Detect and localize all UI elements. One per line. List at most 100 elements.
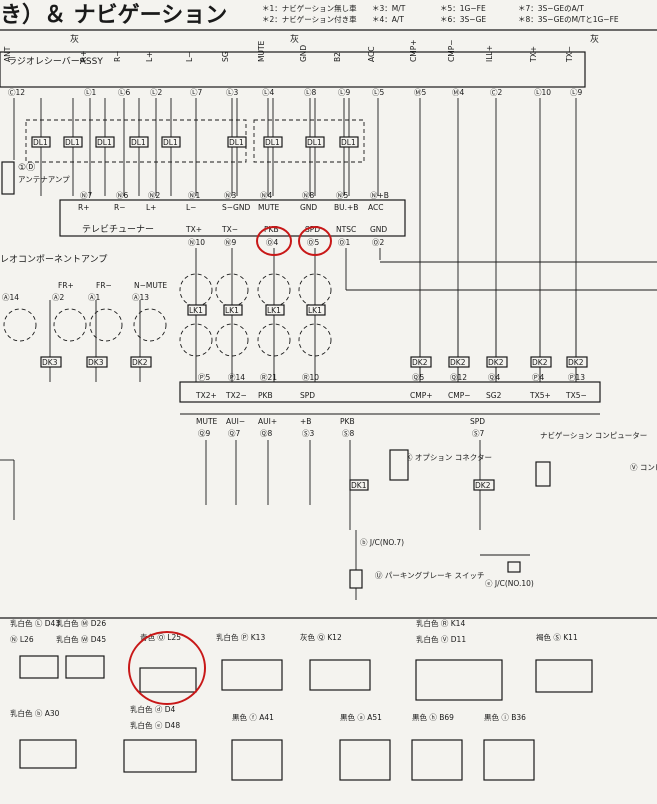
radio-pin-name: L− <box>185 52 194 62</box>
splice-box <box>566 356 588 368</box>
nav-pin-number: Ⓟ4 <box>532 373 544 382</box>
nav-pin-name: CMP− <box>448 391 471 400</box>
splice-box <box>130 356 152 368</box>
lower-pin-name: +B <box>300 417 311 426</box>
nav-pin-name: TX2+ <box>195 391 217 400</box>
twist-marker <box>215 323 249 357</box>
tv-pin-number: Ⓝ5 <box>336 191 348 200</box>
page-title: き）＆ ナビゲーション <box>0 3 227 28</box>
radio-pin-name: ACC <box>367 47 376 62</box>
nav-pin-name: CMP+ <box>410 391 433 400</box>
tv-pin-number: Ⓝ2 <box>148 191 160 200</box>
amp-pin-number: Ⓐ2 <box>52 293 64 302</box>
splice-label: DL1 <box>65 138 80 147</box>
amp-pin-name: N−MUTE <box>134 281 167 290</box>
tv-tuner-box <box>59 199 406 237</box>
nav-pin-name: TX2− <box>225 391 247 400</box>
splice-box <box>129 136 149 148</box>
tv-lower-pin-number: Ⓝ9 <box>224 238 236 247</box>
splice-label: DL1 <box>229 138 244 147</box>
radio-receiver-label: ラジオレシーバーASSY <box>8 56 103 67</box>
legend-entry: 黒色 ⓗ B69 <box>412 712 454 722</box>
splice-label: DL1 <box>307 138 322 147</box>
splice-label: DL1 <box>33 138 48 147</box>
splice-label: DK2 <box>532 358 548 367</box>
splice-label: DL1 <box>265 138 280 147</box>
legend-entry: 灰色 Ⓠ K12 <box>300 632 342 642</box>
twist-marker <box>133 308 167 342</box>
splice-label: DK3 <box>88 358 104 367</box>
splice-label: DL1 <box>341 138 356 147</box>
splice-label: LK1 <box>267 306 281 315</box>
tv-lower-pin-number: Ⓞ4 <box>266 238 278 247</box>
legend-entry: 乳白色 Ⓟ K13 <box>216 632 265 642</box>
splice-label: DL1 <box>163 138 178 147</box>
splice-box <box>265 304 285 316</box>
tv-pin-number: Ⓝ7 <box>80 191 92 200</box>
tv-pin-number: Ⓝ1 <box>188 191 200 200</box>
nav-pin-number: Ⓡ10 <box>302 373 319 382</box>
connector-face <box>65 655 105 679</box>
tv-lower-pin-name: GND <box>370 225 387 234</box>
radio-pin-number: Ⓛ5 <box>372 88 384 97</box>
lower-pin-name: PKB <box>340 417 355 426</box>
splice-box <box>410 356 432 368</box>
tv-lower-pin-name: SPD <box>305 225 320 234</box>
nav-pin-name: PKB <box>258 391 273 400</box>
radio-pin-name: ILL+ <box>485 45 494 62</box>
radio-pin-number: Ⓛ1 <box>84 88 96 97</box>
highlight-pkb <box>256 226 292 256</box>
nav-pin-number: Ⓡ21 <box>260 373 277 382</box>
tv-pin-name: R+ <box>78 203 90 212</box>
tv-lower-pin-name: NTSC <box>336 225 356 234</box>
radio-pins: ANTⒸ12R+Ⓛ1R−Ⓛ6L+Ⓛ2L−Ⓛ7SGⓁ3MUTEⓁ4GNDⓁ8B2Ⓛ… <box>3 39 582 97</box>
tv-pin-number: Ⓝ3 <box>224 191 236 200</box>
radio-pin-number: Ⓜ5 <box>414 88 426 97</box>
nav-pins: Ⓟ5TX2+Ⓟ14TX2−Ⓡ21PKBⓇ10SPDⓆ5CMP+Ⓠ12CMP−Ⓠ4… <box>195 373 587 438</box>
legend-entry: 乳白色 Ⓦ D45 <box>56 634 106 644</box>
amp-pin-number: Ⓐ14 <box>2 293 19 302</box>
tv-pin-number: Ⓝ6 <box>116 191 128 200</box>
splice-box <box>486 356 508 368</box>
tv-pin-name: GND <box>300 203 317 212</box>
legend-entry: 黒色 ⓕ A41 <box>232 712 274 722</box>
splice-label: DL1 <box>97 138 112 147</box>
header-notes: ＊1：ナビゲーション無し車＊2：ナビゲーション付き車＊3：M/T＊4：A/T＊5… <box>262 3 619 24</box>
splice-box <box>223 304 243 316</box>
splice-label: DK2 <box>568 358 584 367</box>
tv-pin-name: R− <box>114 203 126 212</box>
legend-entry: 乳白色 ⓑ A30 <box>10 708 60 718</box>
lower-pin-number: Ⓠ9 <box>198 429 210 438</box>
splice-label: LK1 <box>308 306 322 315</box>
radio-pin-name: CMP− <box>447 39 456 62</box>
nav-connector-bar <box>179 381 601 403</box>
radio-pin-name: TX+ <box>529 46 538 63</box>
connector-face <box>221 659 283 691</box>
radio-pin-name: MUTE <box>257 40 266 62</box>
twist-marker <box>298 323 332 357</box>
radio-pin-number: Ⓛ9 <box>570 88 582 97</box>
tv-tuner-label: テレビチューナー <box>82 224 154 235</box>
radio-pin-name: B2 <box>333 52 342 62</box>
amp-pin-name: FR− <box>96 281 112 290</box>
radio-pin-number: Ⓒ2 <box>490 88 502 97</box>
nav-pin-name: SG2 <box>486 391 502 400</box>
meter-connector-box <box>535 461 551 487</box>
splice-box <box>473 479 495 491</box>
legend-entry: 乳白色 Ⓜ D26 <box>56 618 106 628</box>
splice-box <box>306 304 326 316</box>
splice-label: DK3 <box>42 358 58 367</box>
radio-pin-number: Ⓛ9 <box>338 88 350 97</box>
legend-entry: 乳白色 Ⓡ K14 <box>416 618 465 628</box>
splice-box <box>227 136 247 148</box>
splice-label: DK2 <box>488 358 504 367</box>
twist-marker <box>3 308 37 342</box>
header-note: ＊5：1G−FE <box>440 4 486 13</box>
splice-label: DK2 <box>132 358 148 367</box>
legend-entry: 乳白色 ⓓ D4 <box>130 704 176 714</box>
splice-box <box>305 136 325 148</box>
